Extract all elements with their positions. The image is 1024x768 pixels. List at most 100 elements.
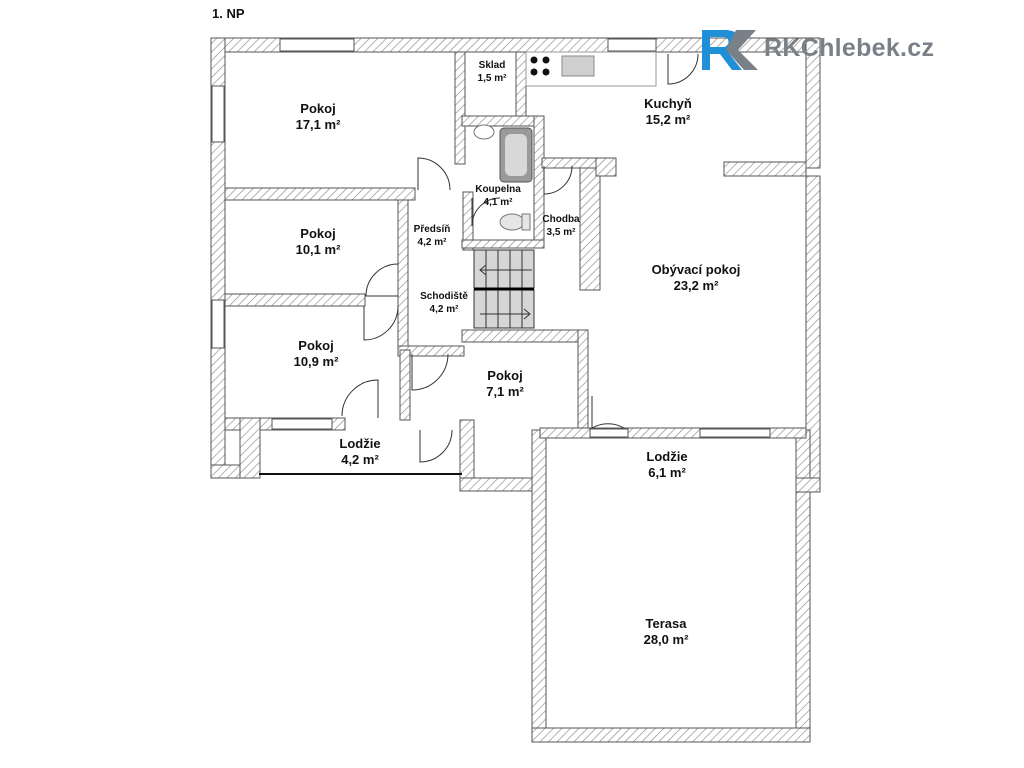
wall-right-upper [805,37,821,169]
wall-predsin-right [462,191,474,251]
room-name: Koupelna [475,184,521,195]
room-schodiste: Schodiště 4,2 m² [420,291,468,316]
wall-predsin-left [397,199,409,351]
room-area: 15,2 m² [645,112,691,128]
floor-label: 1. NP [212,6,245,21]
window-obyv-1 [589,428,629,438]
window-left-2 [211,299,225,349]
room-area: 4,2 m² [341,452,379,468]
door-loggia [419,429,453,463]
window-obyv-2 [699,428,771,438]
toilet-icon [499,213,525,231]
wall-terasa-bottom [531,727,811,743]
room-chodba: Chodba 3,5 m² [542,214,579,239]
room-name: Sklad [478,60,506,71]
room-lodzie-2: Lodžie 6,1 m² [646,449,687,482]
kitchen-fixtures [525,51,657,87]
room-pokoj-2: Pokoj 10,1 m² [296,226,341,259]
bathroom-fixtures [473,124,533,231]
logo-text: RKChlebek.cz [764,34,935,62]
room-pokoj-1: Pokoj 17,1 m² [296,101,341,134]
exterior-walls [210,37,821,743]
room-name: Obývací pokoj [651,262,741,277]
door-pokoj3 [341,379,379,418]
wall-pokoj1-right [454,51,466,165]
room-name: Pokoj [300,101,336,116]
room-name: Pokoj [487,368,523,383]
room-area: 4,1 m² [483,196,513,208]
wall-pokoj4-left [399,349,411,421]
door-predsin [363,305,399,341]
window-loggia [271,418,333,430]
washbasin-icon [473,124,495,140]
room-area: 4,2 m² [429,303,459,315]
wall-obyv-top [595,157,617,177]
room-predsin: Předsíň 4,2 m² [414,224,451,249]
door-kuchyn [667,53,699,85]
room-sklad: Sklad 1,5 m² [478,60,507,85]
room-area: 4,2 m² [417,236,447,248]
room-koupelna: Koupelna 4,1 m² [475,184,521,209]
wall-right-step [795,477,821,493]
room-lodzie-1: Lodžie 4,2 m² [339,436,380,469]
room-area: 23,2 m² [673,278,719,294]
room-name: Kuchyň [644,96,692,111]
wall-pokoj1-bottom [224,187,416,201]
window-top-1 [279,38,355,52]
room-area: 6,1 m² [648,465,686,481]
room-name: Pokoj [298,338,334,353]
room-area: 10,9 m² [293,354,339,370]
rk-logo-icon [702,30,758,70]
room-area: 7,1 m² [486,384,524,400]
stove-burner [530,56,538,64]
wall-pokoj4-right [577,329,589,431]
room-name: Terasa [645,616,687,631]
wall-obyv-bottom [539,427,807,439]
room-area: 1,5 m² [477,72,507,84]
wall-koupelna-bottom [461,239,545,249]
door-pokoj2 [365,263,399,297]
logo[interactable]: RKChlebek.cz [698,24,948,76]
wall-koupelna-top [461,115,545,127]
room-obyvaci-pokoj: Obývací pokoj 23,2 m² [652,262,741,295]
room-name: Chodba [542,214,580,225]
wall-pokoj2-bottom [224,293,366,307]
stairs-lower [473,289,535,329]
wall-schod-bottom [397,345,465,357]
wall-loggia-right [459,419,475,479]
staircase [473,249,535,329]
door-pokoj1 [417,157,451,191]
room-area: 3,5 m² [546,226,576,238]
door-chodba [543,165,573,195]
doors [341,53,699,463]
room-name: Lodžie [339,436,381,451]
room-area: 28,0 m² [643,632,689,648]
room-area: 17,1 m² [295,117,341,133]
stairs-arrow-right [480,308,531,320]
wall-terasa-left [531,429,547,743]
windows [211,38,771,438]
wall-pokoj4-top [461,329,589,343]
wall-terasa-right [795,429,811,743]
door-koupelna [471,197,501,227]
room-name: Pokoj [300,226,336,241]
room-name: Předsíň [413,224,451,235]
stairs-upper [473,249,535,289]
room-terasa: Terasa 28,0 m² [644,616,689,649]
wall-obyv-left [579,167,601,291]
room-name: Schodiště [420,291,468,302]
wall-sklad-right [515,51,527,117]
room-kuchyn: Kuchyň 15,2 m² [644,96,692,129]
room-area: 10,1 m² [295,242,341,258]
sink-icon [561,55,595,77]
window-left-1 [211,85,225,143]
room-name: Lodžie [646,449,688,464]
wall-loggia-top [239,417,261,479]
door-pokoj4 [411,353,449,391]
room-pokoj-4: Pokoj 7,1 m² [486,368,524,401]
stairs-arrow-left [479,264,532,276]
room-pokoj-3: Pokoj 10,9 m² [294,338,339,371]
window-top-2 [607,38,657,52]
door-obyv [591,396,625,429]
